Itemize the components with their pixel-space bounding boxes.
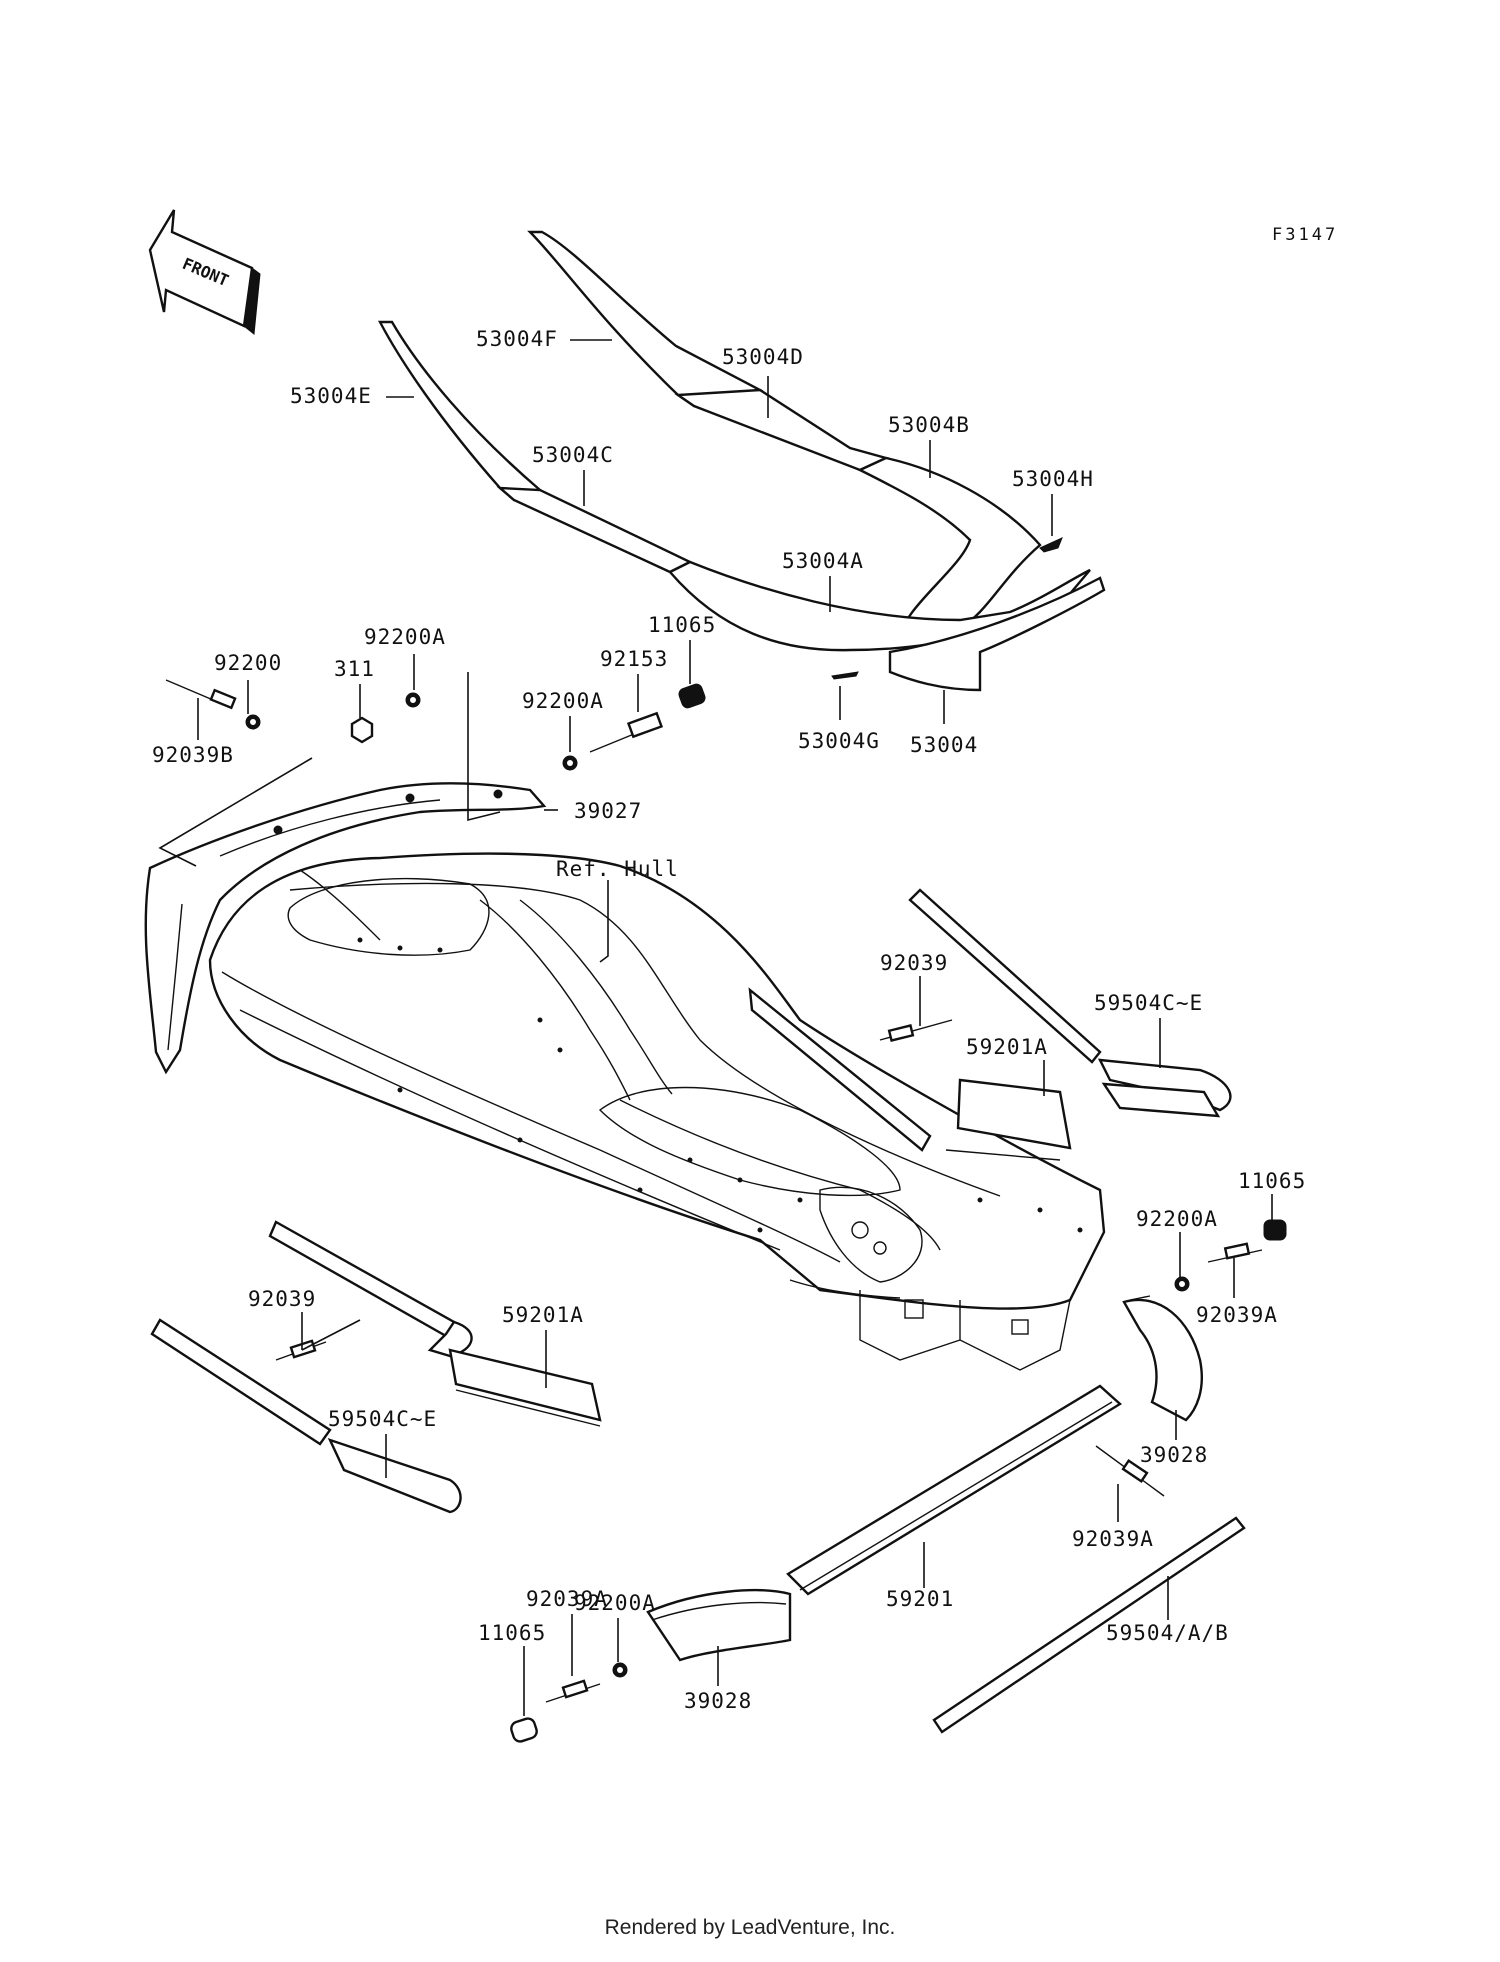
mat-53004G-tab: [831, 671, 859, 680]
leader-lines-mats: [386, 339, 1053, 724]
washer-92200A-bottom: [612, 1662, 628, 1678]
label-92039-right[interactable]: 92039: [880, 951, 948, 975]
washer-92200A-bolt: [562, 755, 578, 771]
label-92200A-mid[interactable]: 92200A: [522, 689, 604, 713]
mat-53004H-tab: [1039, 537, 1063, 553]
pad-59504CE-left: [150, 1318, 462, 1514]
label-92200[interactable]: 92200: [214, 651, 282, 675]
leader-ref-hull: [599, 880, 609, 963]
label-59504CE-left[interactable]: 59504C~E: [328, 1407, 437, 1431]
pad-59201A-right: [748, 987, 1072, 1161]
drawing-code: F3147: [1272, 225, 1338, 245]
label-53004F[interactable]: 53004F: [476, 327, 558, 351]
label-53004D[interactable]: 53004D: [722, 345, 804, 369]
label-53004E[interactable]: 53004E: [290, 384, 372, 408]
nut-311: [350, 716, 374, 744]
leader-lines-rail: [158, 672, 558, 867]
part-labels: 53004F 53004D 53004E 53004B 53004C 53004…: [152, 327, 1306, 1713]
label-311[interactable]: 311: [334, 657, 375, 681]
label-92200A-right[interactable]: 92200A: [1136, 1207, 1218, 1231]
label-59504CE-right[interactable]: 59504C~E: [1094, 991, 1203, 1015]
label-53004G[interactable]: 53004G: [798, 729, 880, 753]
bumper-39028-right: [1122, 1295, 1204, 1422]
pin-92039A-right: [1207, 1242, 1263, 1263]
label-11065-bottom[interactable]: 11065: [478, 1621, 546, 1645]
label-59201A-left[interactable]: 59201A: [502, 1303, 584, 1327]
label-59504AB[interactable]: 59504/A/B: [1106, 1621, 1229, 1645]
leader-lines-bottom-left: [523, 1614, 719, 1716]
hull-reference: [208, 852, 1106, 1371]
leader-lines-right-rear: [1175, 1194, 1273, 1440]
bolt-92153: [589, 711, 664, 753]
footer-credit: Rendered by LeadVenture, Inc.: [604, 1916, 896, 1939]
cap-11065-bottom: [510, 1717, 538, 1743]
pin-92039-left: [275, 1339, 327, 1361]
label-92039A-bottom[interactable]: 92039A: [526, 1587, 608, 1611]
label-ref-hull[interactable]: Ref. Hull: [556, 857, 679, 881]
label-39028-bottom[interactable]: 39028: [684, 1689, 752, 1713]
leader-lines-bottom-rails: [923, 1484, 1169, 1620]
mat-53004-rear: [888, 576, 1106, 692]
leader-lines-left-pads: [301, 1312, 547, 1478]
mat-53004C: [496, 486, 693, 574]
label-92153[interactable]: 92153: [600, 647, 668, 671]
label-92200A-bottom[interactable]: 92200A: [574, 1591, 656, 1615]
pad-59201A-left: [268, 1220, 602, 1427]
label-53004H[interactable]: 53004H: [1012, 467, 1094, 491]
pin-92039-right: [879, 1019, 953, 1042]
fastener-92039B: [165, 679, 261, 730]
mat-53004A: [668, 560, 1091, 652]
label-39027[interactable]: 39027: [574, 799, 642, 823]
label-11065-right[interactable]: 11065: [1238, 1169, 1306, 1193]
seat-mats: [378, 230, 1106, 692]
pin-92039A-lower: [1095, 1445, 1165, 1497]
front-arrow-icon: FRONT: [148, 209, 261, 335]
strip-59504AB: [932, 1516, 1246, 1734]
pin-92039A-bottom: [545, 1679, 601, 1703]
washer-92200A-right: [1174, 1276, 1190, 1292]
bumper-39028-bottom: [646, 1588, 792, 1662]
label-92039-left[interactable]: 92039: [248, 1287, 316, 1311]
mat-53004D: [674, 388, 890, 472]
label-53004B[interactable]: 53004B: [888, 413, 970, 437]
leader-lines-right-pads: [919, 976, 1161, 1096]
side-rail-39027: [144, 782, 547, 1075]
washer-92200A-rail: [405, 692, 421, 708]
label-39028-right[interactable]: 39028: [1140, 1443, 1208, 1467]
label-92039A-right[interactable]: 92039A: [1196, 1303, 1278, 1327]
rail-59201: [786, 1384, 1123, 1596]
label-53004A[interactable]: 53004A: [782, 549, 864, 573]
label-59201A-right[interactable]: 59201A: [966, 1035, 1048, 1059]
pad-59504CE-right: [908, 888, 1232, 1118]
cap-11065-top: [678, 683, 706, 709]
label-53004[interactable]: 53004: [910, 733, 978, 757]
cap-11065-right: [1263, 1219, 1287, 1241]
label-92039B[interactable]: 92039B: [152, 743, 234, 767]
leader-lines-fasteners-top: [197, 640, 691, 752]
label-92200A-top[interactable]: 92200A: [364, 625, 446, 649]
label-92039A-lower[interactable]: 92039A: [1072, 1527, 1154, 1551]
label-11065-top[interactable]: 11065: [648, 613, 716, 637]
label-59201[interactable]: 59201: [886, 1587, 954, 1611]
label-53004C[interactable]: 53004C: [532, 443, 614, 467]
mat-53004F: [527, 230, 764, 408]
